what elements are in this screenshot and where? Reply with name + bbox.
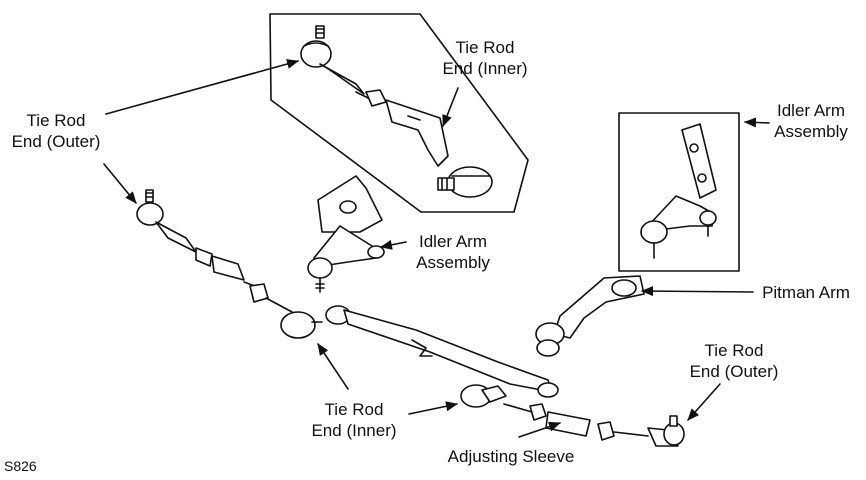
center-idler-arm-assembly: [307, 175, 385, 293]
label-pitman-arm: Pitman Arm: [752, 282, 860, 303]
idler-arm-inset-panel: [618, 112, 740, 272]
label-line-1: Idler Arm: [418, 232, 488, 251]
label-line-2: End (Outer): [689, 362, 779, 381]
inner-tie-rod-inset-panel: [269, 13, 529, 213]
label-line-2: End (Inner): [311, 421, 397, 440]
label-line-1: Tie Rod: [26, 111, 86, 130]
inner-tie-rod-end-detail: [300, 25, 493, 198]
label-line-2: Assembly: [416, 253, 490, 272]
label-idler-arm-assembly-inset: Idler Arm Assembly: [758, 100, 864, 142]
label-idler-arm-assembly-center: Idler Arm Assembly: [400, 231, 506, 273]
label-adjusting-sleeve: Adjusting Sleeve: [436, 446, 586, 467]
right-tie-rod-assembly: [460, 384, 685, 447]
label-line-1: Tie Rod: [324, 400, 384, 419]
label-line-2: End (Outer): [11, 132, 101, 151]
figure-code: S826: [4, 458, 37, 474]
center-link: [325, 305, 559, 398]
label-tie-rod-end-outer-left: Tie Rod End (Outer): [2, 110, 110, 152]
label-line-2: Assembly: [774, 122, 848, 141]
label-tie-rod-end-inner-top: Tie Rod End (Inner): [420, 37, 550, 79]
label-text: Adjusting Sleeve: [447, 447, 575, 466]
pitman-arm-part: [535, 275, 645, 357]
idler-arm-inset-detail: [640, 123, 717, 259]
left-tie-rod-assembly: [136, 189, 323, 339]
callout-leaders: [103, 59, 770, 438]
label-line-1: Tie Rod: [704, 341, 764, 360]
label-tie-rod-end-outer-right: Tie Rod End (Outer): [680, 340, 788, 382]
label-tie-rod-end-inner-bottom: Tie Rod End (Inner): [300, 399, 408, 441]
label-line-1: Tie Rod: [455, 38, 515, 57]
label-text: Pitman Arm: [762, 283, 850, 302]
label-line-1: Idler Arm: [776, 101, 846, 120]
label-line-2: End (Inner): [442, 59, 528, 78]
